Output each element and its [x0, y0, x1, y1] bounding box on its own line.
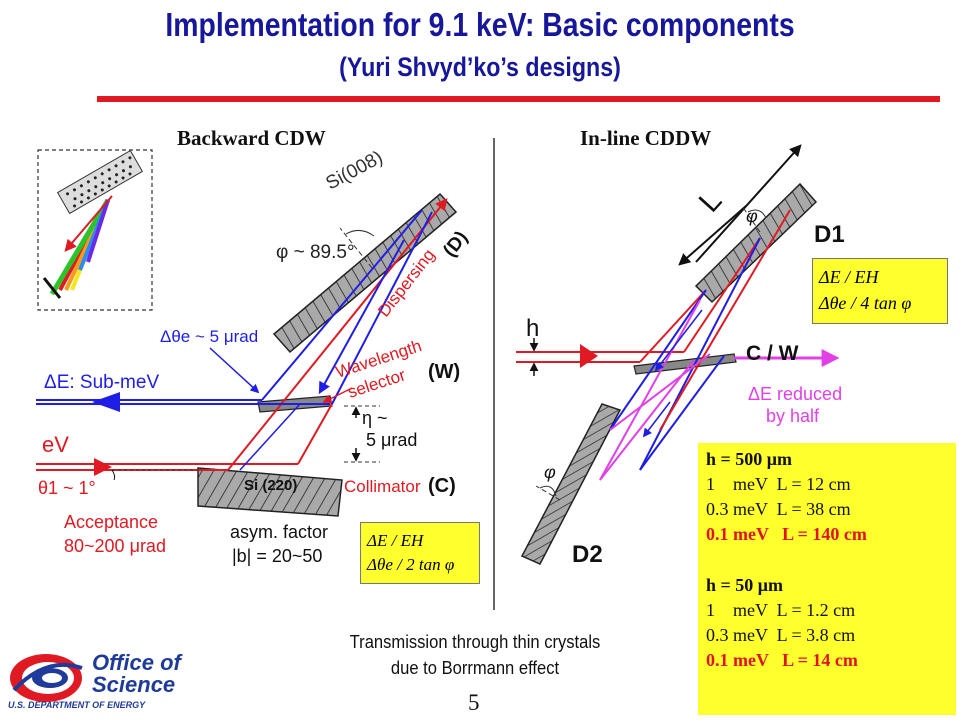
- cw-label: C / W: [746, 342, 799, 365]
- de-reduced-label-1: ΔE reduced: [748, 384, 842, 404]
- si008-label: Si(008): [322, 147, 386, 194]
- logo-line-2: Science: [92, 672, 176, 697]
- table-row: 1 meV L = 1.2 cm: [706, 600, 856, 620]
- d1-label: D1: [814, 221, 845, 248]
- caption-line-2: due to Borrmann effect: [390, 658, 560, 678]
- dispersing-crystal: [272, 192, 458, 354]
- formula-left-rhs: Δθe / 2 tan φ: [367, 555, 455, 574]
- collimator-tag: (C): [428, 475, 456, 497]
- table-row-highlight: 0.1 meV L = 140 cm: [706, 524, 867, 544]
- phi-top-label: φ: [746, 206, 758, 226]
- length-label: L: [693, 184, 729, 218]
- heading-inline-cddw: In-line CDDW: [580, 126, 712, 150]
- table-row: 0.3 meV L = 3.8 cm: [706, 625, 856, 645]
- backward-cdw-diagram: Si(008) φ ~ 89.5° Dispersing (D) Δθe ~ 5…: [36, 147, 472, 566]
- table-row: 1 meV L = 12 cm: [706, 474, 851, 494]
- doe-logo: Office of Science U.S. DEPARTMENT OF ENE…: [6, 648, 206, 714]
- phi-angle-label: φ ~ 89.5°: [276, 242, 355, 263]
- acceptance-label-1: Acceptance: [64, 512, 158, 532]
- theta1-label: θ1 ~ 1°: [38, 478, 96, 498]
- logo-line-3: U.S. DEPARTMENT OF ENERGY: [8, 700, 146, 710]
- slide-title: Implementation for 9.1 keV: Basic compon…: [165, 6, 795, 43]
- parameter-table: h = 500 μm 1 meV L = 12 cm 0.3 meV L = 3…: [698, 443, 956, 715]
- inline-cddw-diagram: L φ D1 h C / W ΔE reduced by half φ D2: [516, 144, 845, 568]
- caption-line-1: Transmission through thin crystals: [349, 632, 601, 652]
- de-reduced-label-2: by half: [766, 406, 820, 426]
- doe-logo-icon: [10, 654, 83, 702]
- formula-right-rhs: Δθe / 4 tan φ: [819, 293, 912, 313]
- heading-backward-cdw: Backward CDW: [177, 126, 326, 150]
- slide-subtitle: (Yuri Shvyd’ko’s designs): [339, 52, 621, 82]
- delta-theta-label: Δθe ~ 5 μrad: [160, 327, 258, 346]
- d2-label: D2: [572, 541, 603, 568]
- title-underline: [97, 96, 940, 102]
- table-heading-500: h = 500 μm: [706, 449, 792, 469]
- page-number: 5: [468, 690, 480, 715]
- table-row: 0.3 meV L = 38 cm: [706, 499, 851, 519]
- eta-label-1: η ~: [362, 408, 388, 428]
- logo-line-1: Office of: [92, 650, 181, 675]
- formula-left-lhs: ΔE / EH: [367, 531, 424, 550]
- wavelength-tag: (W): [428, 361, 460, 383]
- delta-e-label: ΔE: Sub-meV: [44, 372, 159, 393]
- asym-factor-label-2: |b| = 20~50: [232, 546, 322, 566]
- h-label: h: [526, 315, 539, 342]
- eta-label-2: 5 μrad: [366, 430, 417, 450]
- d2-crystal: [520, 403, 622, 565]
- phi-bottom-label: φ: [544, 462, 556, 482]
- table-heading-50: h = 50 μm: [706, 575, 783, 595]
- dispersing-tag: (D): [439, 227, 472, 261]
- ev-label: eV: [42, 432, 69, 457]
- table-row-highlight: 0.1 meV L = 14 cm: [706, 650, 858, 670]
- formula-right: ΔE / EH Δθe / 4 tan φ: [812, 258, 948, 324]
- acceptance-label-2: 80~200 μrad: [64, 536, 166, 556]
- collimator-crystal: [197, 467, 343, 517]
- asym-factor-label-1: asym. factor: [230, 522, 328, 542]
- formula-right-lhs: ΔE / EH: [819, 267, 879, 287]
- inset-dispersion-figure: [37, 149, 153, 311]
- collimator-label: Collimator: [344, 477, 421, 496]
- formula-left: ΔE / EH Δθe / 2 tan φ: [360, 522, 480, 584]
- si220-label: Si (220): [244, 477, 297, 494]
